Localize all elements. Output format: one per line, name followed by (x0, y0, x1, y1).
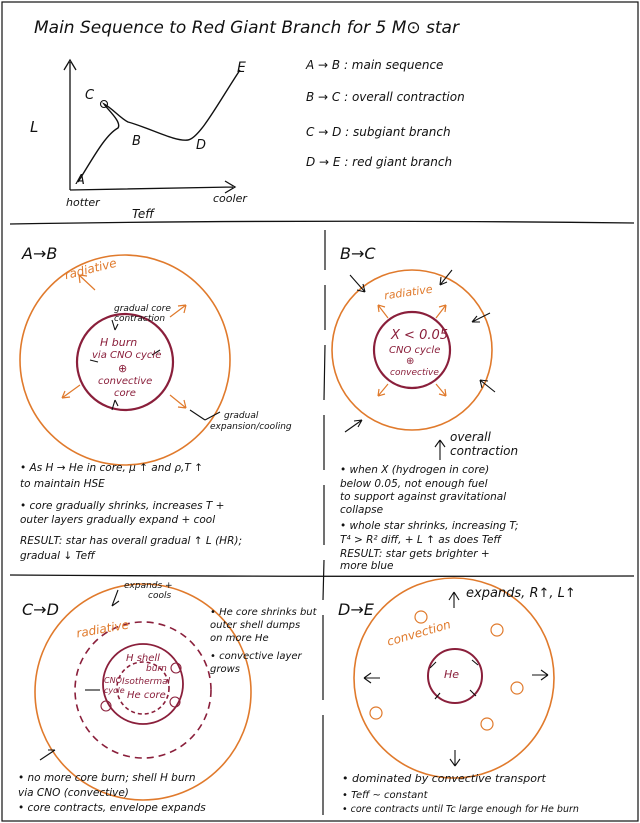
y-axis-arrow (63, 58, 77, 190)
ab-core-line-4: convective (98, 376, 153, 387)
ab-result: RESULT: star has overall gradual ↑ L (HR… (20, 535, 243, 547)
bc-core-line-4: convective (390, 368, 439, 378)
ab-expansion-label-1: gradual (224, 411, 259, 421)
de-note-2: • Teff ~ constant (342, 790, 428, 801)
hr-right-end-label: cooler (213, 192, 247, 205)
bc-contraction-label-1: overall (450, 430, 491, 444)
cd-shell-burn-boundary (102, 643, 184, 725)
ab-note-2: to maintain HSE (20, 478, 105, 490)
cd-core-line-1: Isothermal (122, 677, 171, 687)
bc-core-boundary (372, 310, 452, 390)
cd-shell-burn-2: burn (146, 664, 167, 674)
cd-side-note-4: • convective layer (210, 651, 302, 662)
cd-he-core-boundary (116, 661, 170, 715)
bc-note-5: • whole star shrinks, increasing T; (340, 520, 519, 532)
hr-point-a: A (76, 173, 85, 188)
x-axis-arrow (69, 180, 237, 194)
cd-note-2: via CNO (convective) (18, 787, 129, 799)
ab-contraction-label: gradual core contraction (114, 304, 171, 324)
cd-convective-boundary (74, 621, 212, 759)
cd-side-note-1: • He core shrinks but (210, 607, 317, 618)
bc-result: RESULT: star gets brighter + (340, 548, 490, 560)
ab-core-line-1: H burn (100, 336, 138, 349)
ab-core-line-2: via CNO cycle (92, 350, 162, 361)
ab-note-4: outer layers gradually expand + cool (20, 514, 216, 526)
hr-x-label: Teff (132, 207, 154, 221)
de-outer-shell (353, 577, 555, 779)
cd-expand-label-2: cools (148, 591, 172, 601)
hr-point-c: C (85, 88, 95, 103)
de-core-label: He (444, 668, 460, 681)
cd-core-line-2: He core (127, 690, 166, 701)
panel-ab-title: A→B (22, 244, 58, 263)
middle-divider (9, 574, 635, 577)
panel-bc-title: B→C (340, 244, 376, 263)
bc-result-2: more blue (340, 560, 394, 572)
legend-item-bc: B → C : overall contraction (306, 90, 465, 104)
cd-note-1: • no more core burn; shell H burn (18, 772, 196, 784)
bc-core-line-1: X < 0.05 (391, 328, 449, 343)
ab-note-1: • As H → He in core, μ ↑ and ρ,T ↑ (20, 462, 203, 474)
hr-left-end-label: hotter (66, 196, 100, 209)
hr-y-label: L (30, 118, 39, 136)
top-divider (9, 220, 635, 225)
cd-side-note-3: on more He (210, 633, 269, 644)
bc-note-3: to support against gravitational (340, 491, 507, 503)
point-c-marker (99, 99, 109, 109)
de-note-1: • dominated by convective transport (342, 772, 546, 785)
cd-note-3: • core contracts, envelope expands (18, 802, 206, 814)
bc-note-2: below 0.05, not enough fuel (340, 478, 488, 490)
ab-core-boundary (75, 312, 175, 412)
vertical-divider (322, 230, 326, 815)
ab-core-line-3: ⊕ (118, 362, 128, 375)
bc-core-line-3: ⊕ (406, 356, 415, 367)
legend-item-de: D → E : red giant branch (306, 155, 453, 169)
evolution-track (77, 69, 241, 183)
cd-cno-label-2: cycle (104, 686, 125, 695)
ab-result-2: gradual ↓ Teff (20, 550, 95, 562)
hr-point-e: E (237, 60, 246, 76)
bc-note-1: • when X (hydrogen in core) (340, 464, 490, 476)
legend-item-cd: C → D : subgiant branch (306, 125, 451, 139)
cd-cno-label-1: CNO (104, 676, 122, 685)
cd-side-note-5: grows (210, 664, 240, 675)
hr-point-d: D (196, 138, 207, 153)
ab-outer-shell (19, 254, 231, 466)
de-he-core (427, 648, 483, 704)
page-title: Main Sequence to Red Giant Branch for 5 … (34, 18, 459, 38)
cd-shell-burn-1: H shell (126, 653, 160, 664)
panel-cd-title: C→D (22, 600, 59, 619)
de-expand-label: expands, R↑, L↑ (466, 586, 576, 601)
panel-de-title: D→E (338, 600, 374, 619)
bc-outer-shell (331, 269, 493, 431)
bc-contraction-label-2: contraction (450, 444, 519, 458)
ab-core-line-5: core (114, 388, 136, 399)
ab-expansion-label-2: expansion/cooling (210, 422, 292, 432)
cd-side-note-2: outer shell dumps (210, 620, 301, 631)
ab-note-3: • core gradually shrinks, increases T + (20, 500, 225, 512)
cd-outer-shell (34, 583, 252, 801)
de-note-3: • core contracts until Tc large enough f… (342, 804, 579, 815)
bc-note-4: collapse (340, 504, 384, 516)
legend-item-ab: A → B : main sequence (306, 58, 444, 72)
cd-expand-label-1: expands + (124, 581, 173, 591)
bc-core-line-2: CNO cycle (389, 345, 441, 356)
bc-note-6: T⁴ > R² diff, + L ↑ as does Teff (340, 534, 501, 546)
hr-point-b: B (132, 134, 141, 149)
